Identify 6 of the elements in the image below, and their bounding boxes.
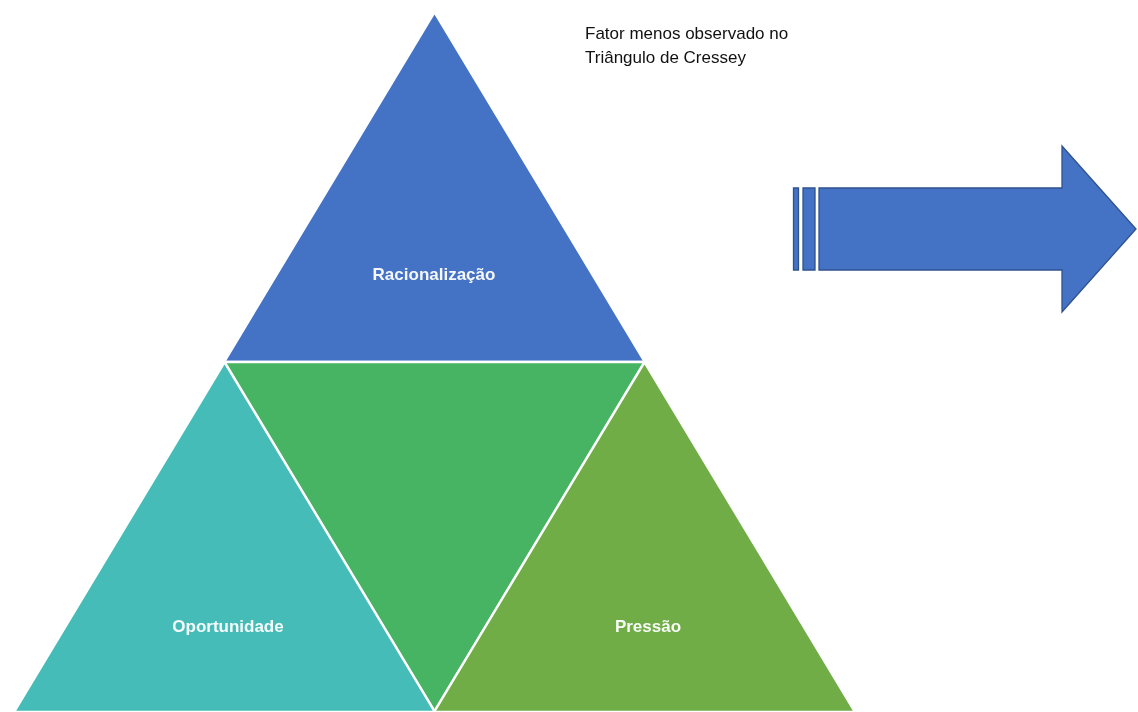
triangle-segment — [434, 362, 855, 712]
triangle-segment — [14, 362, 435, 712]
note-text: Fator menos observado no Triângulo de Cressey — [585, 23, 790, 69]
segment-label: Pressão — [614, 617, 682, 637]
segment-label: Racionalização — [372, 265, 496, 285]
segment-label: Oportunidade — [172, 617, 284, 637]
